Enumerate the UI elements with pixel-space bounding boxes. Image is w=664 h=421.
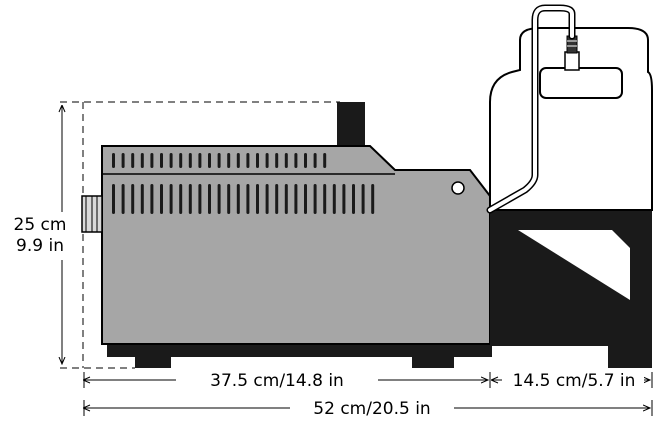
vent-slot — [304, 153, 307, 168]
vent-slot — [227, 184, 231, 214]
body-length-dimension — [84, 370, 491, 390]
tube-connector — [564, 35, 580, 71]
vent-slot — [313, 153, 317, 168]
vent-slot — [121, 184, 125, 214]
vent-slot — [265, 184, 269, 214]
exhaust-chimney — [337, 102, 365, 150]
vent-slot — [160, 184, 163, 214]
vent-slot — [284, 184, 288, 214]
vent-slot — [208, 184, 211, 214]
vent-slot — [332, 184, 336, 214]
vent-slot — [131, 184, 135, 214]
vent-slot — [275, 153, 279, 168]
vent-slot — [150, 153, 154, 168]
vent-slot — [188, 184, 192, 214]
front-nozzle — [81, 195, 103, 233]
machine-body — [101, 145, 491, 345]
tank-stand — [490, 210, 652, 368]
vent-slot — [169, 153, 173, 168]
vent-slot — [236, 153, 240, 168]
tank-length-label: 14.5 cm/5.7 in — [513, 371, 636, 391]
fluid-tube — [488, 6, 574, 212]
vent-slot — [342, 184, 346, 214]
tank-cap — [539, 67, 623, 99]
vent-slot — [140, 184, 144, 214]
dashed-envelope — [60, 101, 340, 369]
vent-slot — [208, 153, 211, 168]
body-length-label: 37.5 cm/14.8 in — [210, 371, 344, 391]
vent-slot — [275, 184, 279, 214]
vent-slot — [361, 184, 365, 214]
tank-length-dimension — [492, 370, 653, 390]
vent-slots-top — [112, 153, 327, 168]
vent-slot — [236, 184, 240, 214]
vent-slot — [246, 153, 250, 168]
height-dimension-line — [0, 106, 80, 364]
vent-slot — [246, 184, 250, 214]
vent-slot — [112, 184, 115, 214]
vent-slot — [131, 153, 135, 168]
vent-slot — [371, 184, 375, 214]
vent-slot — [217, 184, 221, 214]
vent-slot — [323, 153, 327, 168]
vent-slot — [313, 184, 317, 214]
total-length-label: 52 cm/20.5 in — [313, 399, 430, 419]
vent-slot — [198, 184, 202, 214]
vent-slot — [323, 184, 327, 214]
vent-slot — [188, 153, 192, 168]
vent-slot — [169, 184, 173, 214]
vent-slot — [112, 153, 115, 168]
total-length-dimension — [84, 398, 653, 418]
vent-slot — [150, 184, 154, 214]
vent-slot — [294, 153, 298, 168]
vent-slots-bottom — [112, 184, 375, 214]
height-in-label: 9.9 in — [16, 236, 64, 256]
vent-slot — [179, 184, 183, 214]
vent-slot — [256, 184, 259, 214]
height-cm-label: 25 cm — [14, 215, 67, 235]
vent-slot — [121, 153, 125, 168]
vent-slot — [140, 153, 144, 168]
machine-base — [107, 342, 492, 368]
vent-slot — [294, 184, 298, 214]
vent-slot — [179, 153, 183, 168]
vent-slot — [198, 153, 202, 168]
indicator-light — [451, 181, 465, 195]
vent-slot — [265, 153, 269, 168]
vent-slot — [304, 184, 307, 214]
vent-slot — [284, 153, 288, 168]
vent-slot — [227, 153, 231, 168]
vent-slot — [256, 153, 259, 168]
vent-slot — [160, 153, 163, 168]
vent-slot — [217, 153, 221, 168]
vent-slot — [352, 184, 355, 214]
